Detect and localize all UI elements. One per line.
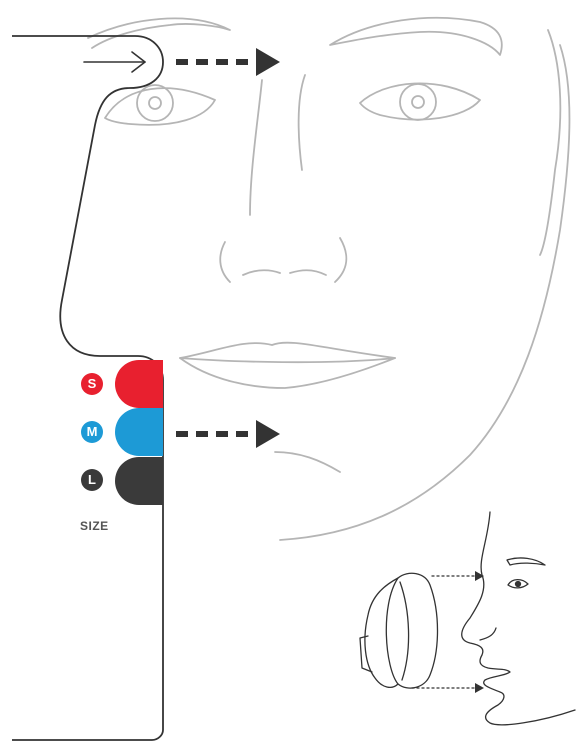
dashed-arrow-icon — [176, 48, 280, 76]
size-heading: SIZE — [80, 519, 109, 533]
insert-arrow-icon — [84, 52, 145, 72]
size-badge-m: M — [81, 421, 103, 443]
ear — [540, 30, 560, 255]
size-tab-s — [115, 360, 163, 408]
right-eye — [360, 83, 480, 119]
mouth — [180, 343, 395, 388]
dashed-arrow-icon — [176, 420, 280, 448]
size-badge-l: L — [81, 469, 103, 491]
size-tab-m — [115, 408, 163, 456]
mask-icon — [386, 573, 437, 688]
size-badge-s: S — [81, 373, 103, 395]
profile-with-mask-icon — [360, 512, 575, 725]
size-tab-l — [115, 457, 163, 505]
